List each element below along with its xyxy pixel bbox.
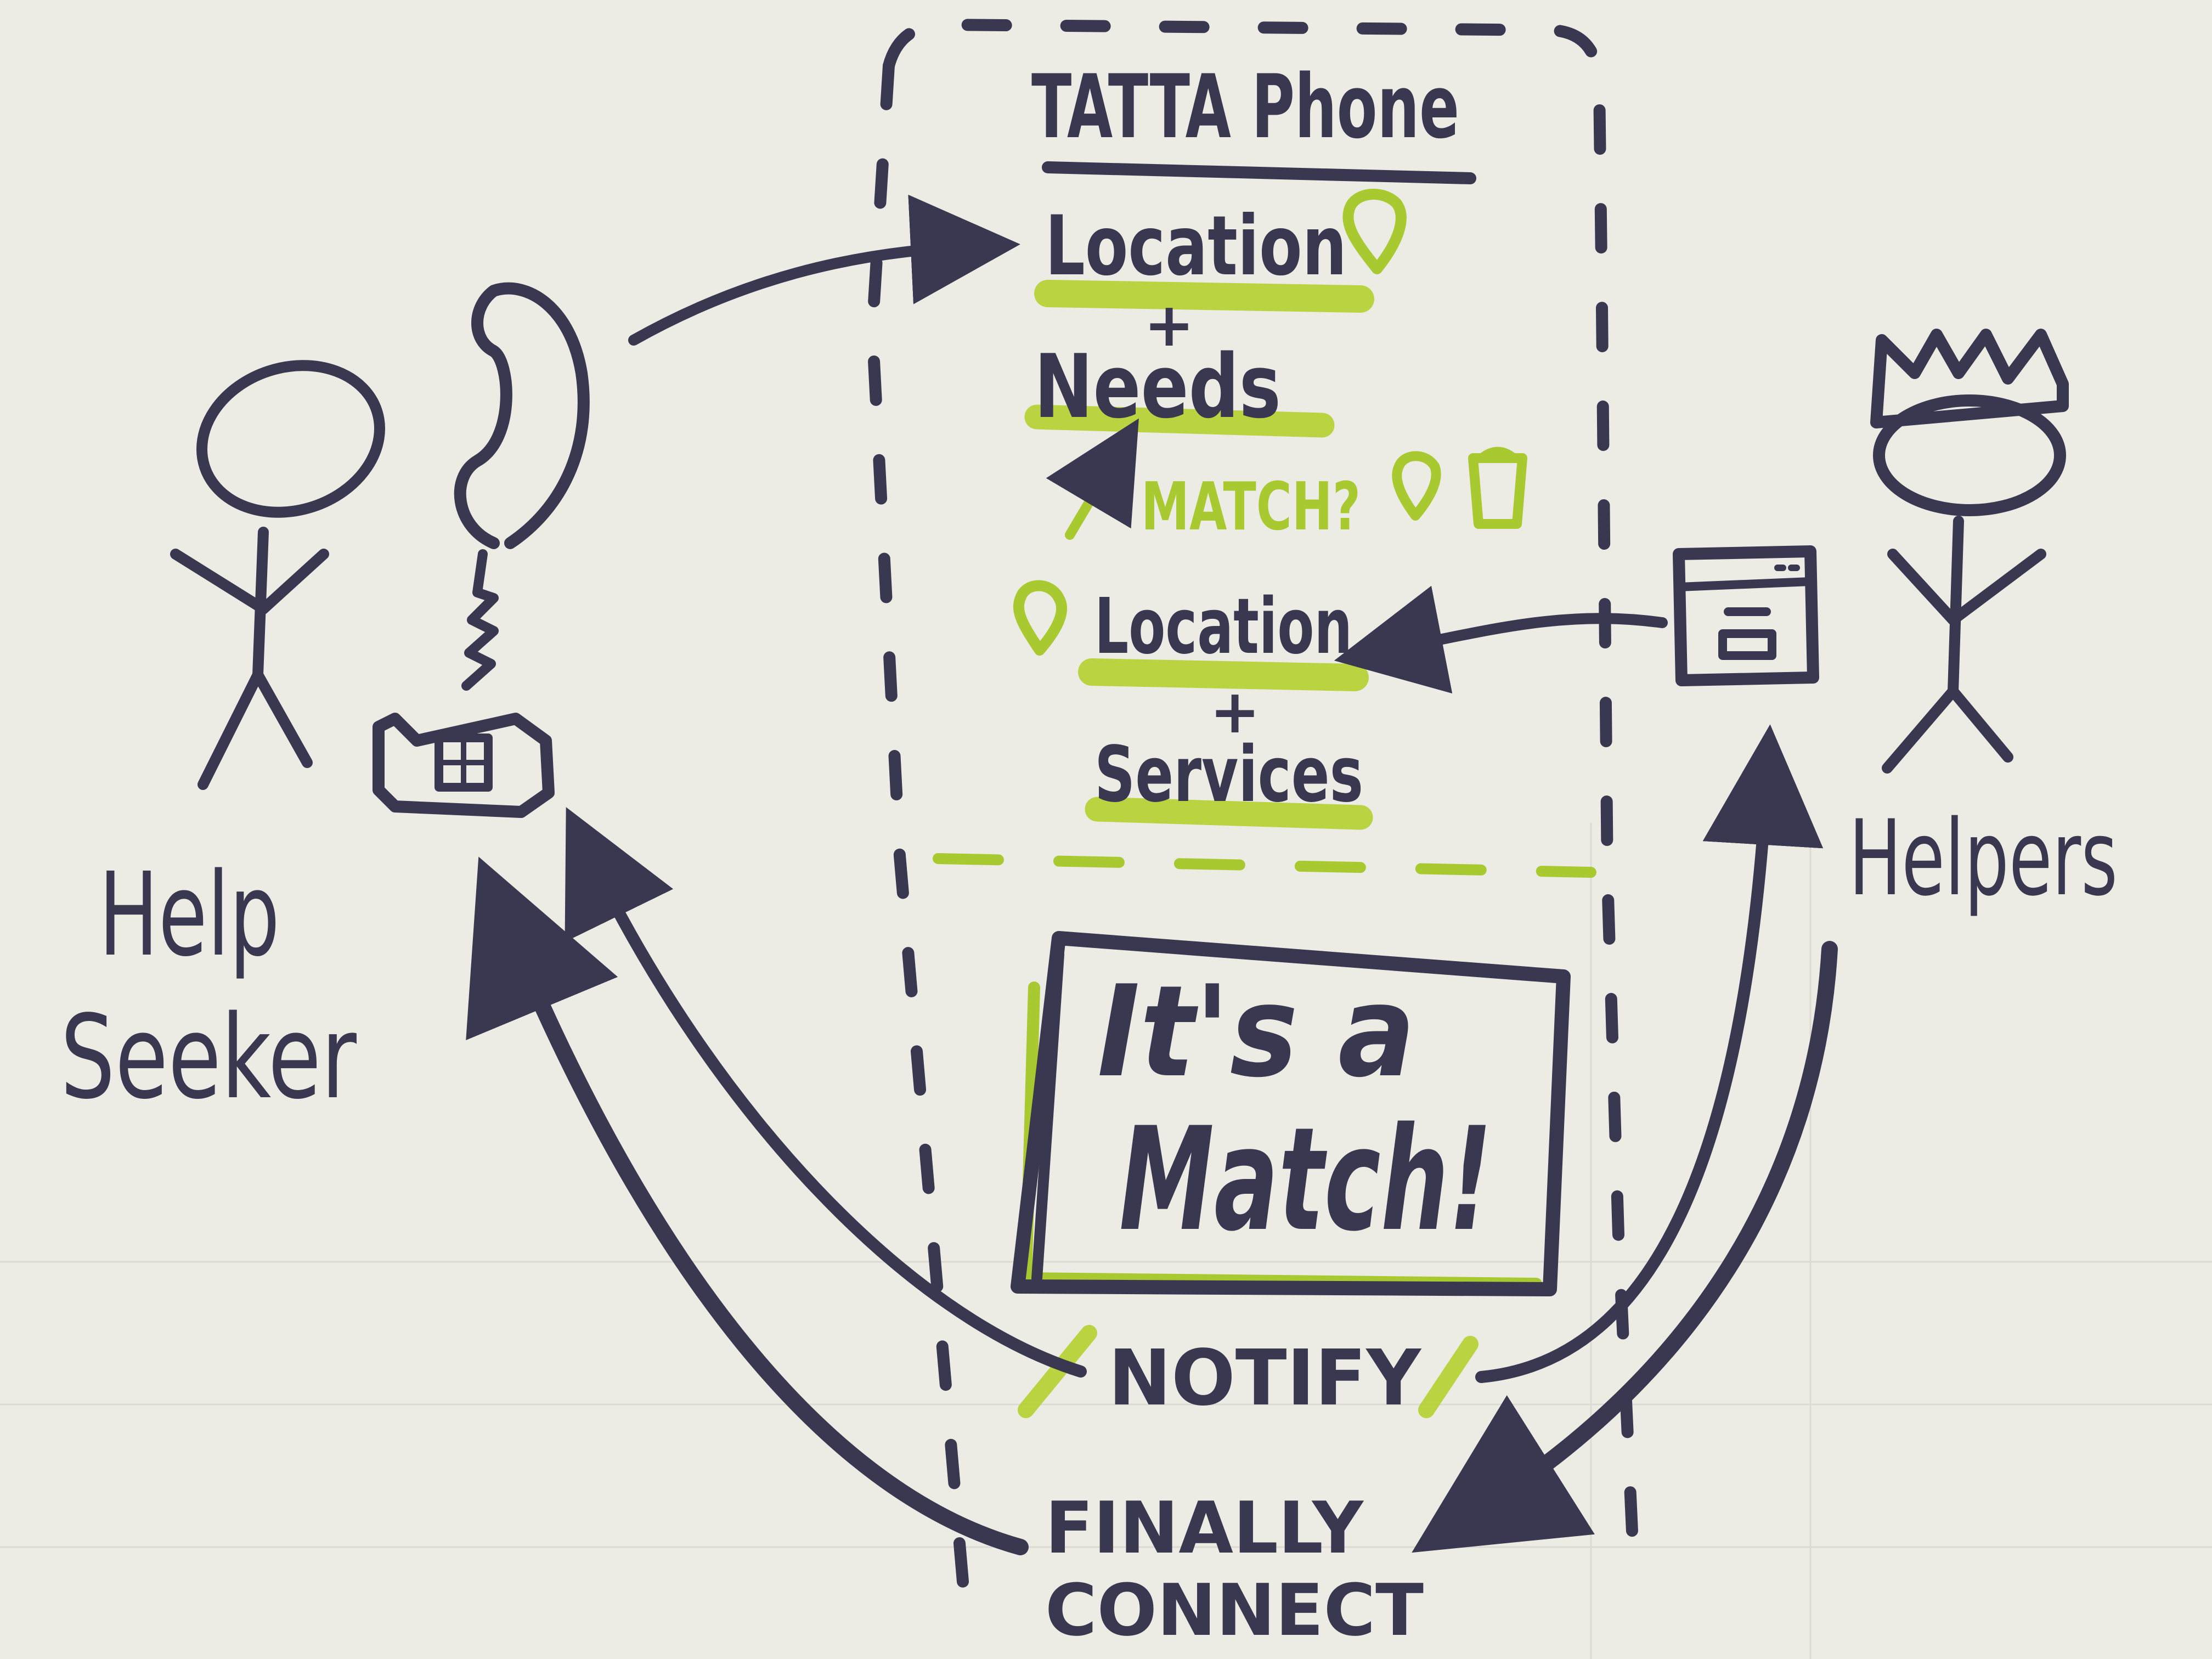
title-underline — [1042, 161, 1476, 184]
location-pin-icon — [1392, 451, 1441, 521]
location-pin-icon — [1342, 189, 1407, 274]
stick-figure-icon — [1873, 394, 2066, 774]
paper-grid — [0, 823, 2212, 1659]
match-line-1: It's a — [1097, 959, 1415, 1105]
telephone-cord — [461, 549, 499, 691]
telephone-handset — [454, 282, 590, 549]
services-arrow — [1334, 585, 1668, 694]
location-bottom-highlight — [1078, 658, 1369, 691]
step-needs: Needs — [1034, 335, 1281, 438]
step-services: Services — [1094, 730, 1363, 820]
browser-window-icon — [1673, 545, 1819, 686]
match-line-2: Match! — [1119, 1097, 1492, 1263]
helper-to-connect-arrow — [1412, 941, 1838, 1553]
location-pin-icon — [1013, 580, 1067, 656]
phone-outline-left — [866, 60, 972, 1619]
location-top-highlight — [1034, 280, 1374, 313]
connect-to-seeker-arrow — [466, 856, 1029, 1555]
plus-2: + — [1210, 676, 1260, 747]
plus-1: + — [1144, 290, 1194, 360]
helpers-label: Helpers — [1849, 798, 2118, 919]
seeker-head — [196, 360, 385, 518]
telephone-base — [373, 713, 555, 818]
seeker-label-seeker: Seeker — [60, 990, 357, 1125]
needs-highlight — [1024, 404, 1335, 438]
services-highlight — [1085, 797, 1373, 830]
divider-line — [933, 853, 1596, 878]
helper-head — [1873, 394, 2066, 516]
stick-figure-icon — [170, 360, 385, 790]
notify-mark-left — [1018, 1325, 1097, 1418]
bucket-icon — [1468, 447, 1527, 529]
notify-to-helper-arrow — [1475, 724, 1824, 1383]
match-box: It's a Match! — [1011, 931, 1571, 1296]
call-arrow — [628, 194, 1020, 346]
notify-label: NOTIFY — [1108, 1334, 1422, 1423]
telephone-icon — [373, 282, 590, 818]
match-arrow — [1046, 418, 1139, 540]
finally-label: FINALLY — [1045, 1486, 1364, 1570]
notify-to-seeker-arrow — [565, 807, 1087, 1378]
notify-mark-right — [1418, 1336, 1479, 1418]
app-title: TATTA Phone — [1031, 55, 1459, 158]
connect-label: CONNECT — [1045, 1568, 1424, 1652]
crown-icon — [1870, 329, 2069, 428]
step-location-top: Location — [1045, 199, 1347, 294]
seeker-label-help: Help — [99, 848, 280, 982]
step-match-question: MATCH? — [1141, 469, 1361, 545]
phone-outline — [866, 19, 1641, 1619]
phone-outline-dashed — [883, 19, 1641, 1597]
step-location-bottom: Location — [1094, 582, 1352, 672]
